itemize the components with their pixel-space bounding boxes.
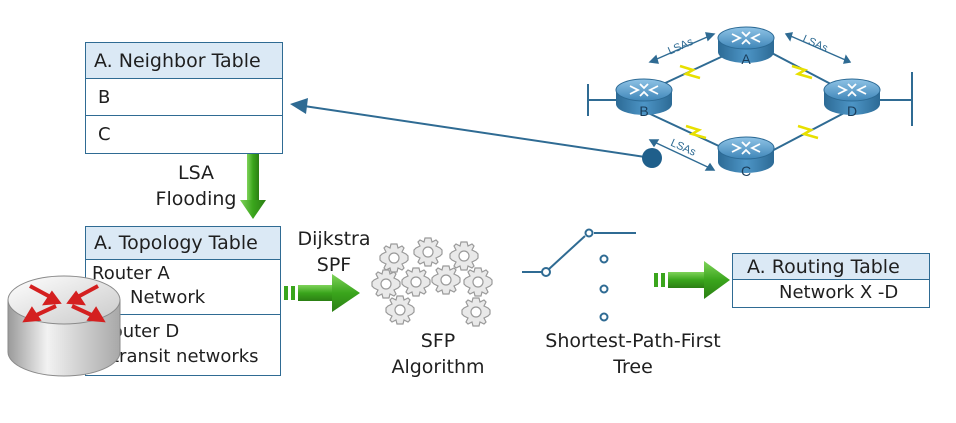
dijkstra-line2: SPF <box>316 254 352 276</box>
lsa-exchange-arrow <box>303 105 653 159</box>
lsa-flooding-line1: LSA <box>178 162 214 184</box>
topology-row-router: Router A <box>92 263 170 284</box>
serial-link-icon <box>797 124 819 140</box>
routing-table-row: Network X -D <box>779 282 899 303</box>
router-label-a: A <box>741 51 751 67</box>
gears-icon <box>371 237 493 327</box>
serial-link-icon <box>791 64 813 80</box>
routing-table: A. Routing Table Network X -D <box>732 253 930 308</box>
routing-arrow <box>654 261 730 299</box>
lsa-link-label: LSAs <box>801 33 830 55</box>
topology-row-detail: transit networks <box>112 346 259 367</box>
spf-tree-line1: Shortest-Path-First <box>545 330 721 352</box>
topology-table-row: Router A Network <box>86 260 280 315</box>
arrowhead-icon <box>290 98 308 114</box>
spf-tree-icon <box>522 228 636 322</box>
sfp-algorithm-label: SFP Algorithm <box>378 328 498 380</box>
router-label-b: B <box>639 103 648 119</box>
flooding-arrow <box>240 154 266 219</box>
sfp-line2: Algorithm <box>391 356 485 378</box>
router-label-d: D <box>847 103 857 119</box>
neighbor-table: A. Neighbor Table B C <box>85 42 283 154</box>
routing-table-title: A. Routing Table <box>733 254 929 280</box>
sfp-line1: SFP <box>420 330 456 352</box>
spf-tree-label: Shortest-Path-First Tree <box>528 328 738 380</box>
router-device-icon <box>7 275 121 377</box>
lsa-flooding-line2: Flooding <box>155 188 237 210</box>
neighbor-table-title: A. Neighbor Table <box>86 43 282 79</box>
serial-link-icon <box>685 124 707 140</box>
router-label-c: C <box>741 163 751 179</box>
lsa-link-label: LSAs <box>666 36 695 58</box>
dijkstra-arrow <box>284 274 360 312</box>
dijkstra-spf-label: Dijkstra SPF <box>286 226 382 278</box>
source-dot-icon <box>642 148 662 168</box>
serial-link-icon <box>679 64 701 80</box>
neighbor-table-row: C <box>98 124 111 145</box>
topology-row-detail: Network <box>130 287 206 308</box>
lsa-flooding-label: LSA Flooding <box>146 160 246 212</box>
spf-tree-line2: Tree <box>613 356 653 378</box>
dijkstra-line1: Dijkstra <box>297 228 371 250</box>
neighbor-table-row: B <box>86 79 282 116</box>
topology-table-title: A. Topology Table <box>86 227 280 260</box>
